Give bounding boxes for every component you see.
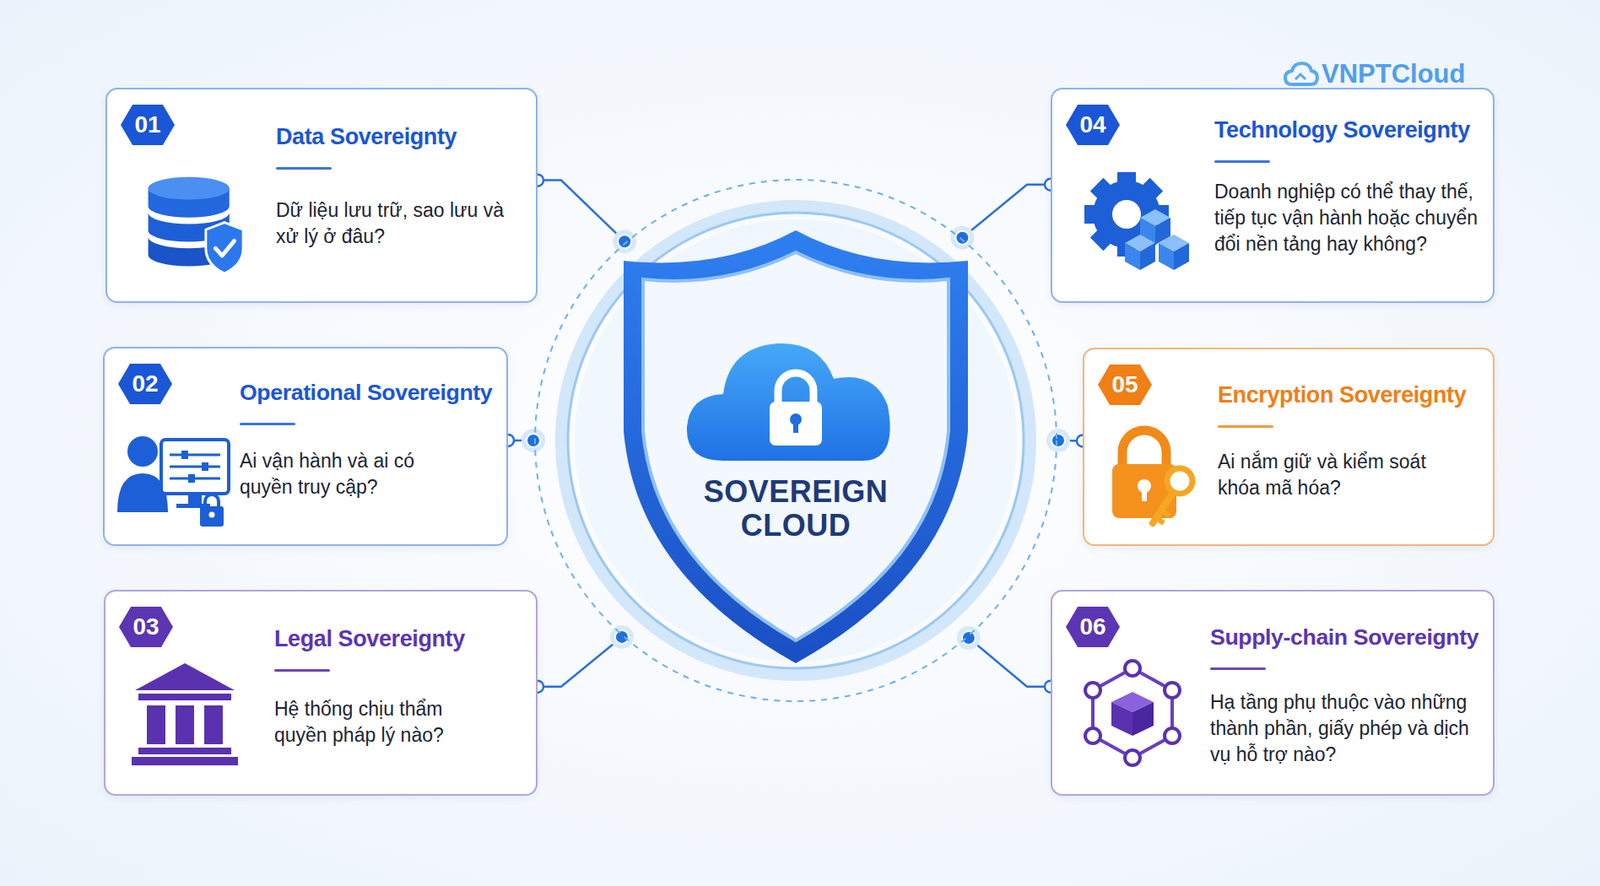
court-icon (131, 659, 238, 768)
card-title: Supply-chain Sovereignty (1210, 623, 1479, 651)
database-icon (139, 170, 247, 276)
card-body: Ai nắm giữ và kiểm soát khóa mã hóa? (1217, 448, 1463, 502)
operator-icon (117, 426, 239, 529)
ring-dot-halo (521, 428, 546, 453)
info-card: 04 Technology SovereigntyDoanh nghiệp có … (1050, 87, 1495, 303)
sovereign-cloud-shield: SOVEREIGN CLOUD (533, 178, 1059, 703)
ring-dot-halo (956, 626, 981, 650)
watermark-logo: VNPTCloud (1321, 59, 1466, 90)
info-card: 06 Supply-chain Sovereignty Hạ tầng phụ th… (1050, 589, 1495, 796)
card-body: Hệ thống chịu thẩm quyền pháp lý nào? (274, 696, 494, 749)
callout-number: 03 (118, 606, 173, 648)
ring-dot-halo (610, 625, 634, 649)
shield-illustration (533, 178, 1059, 703)
callout-number: 02 (118, 363, 173, 405)
title-rule (239, 422, 296, 426)
card-title: Operational Sovereignty (239, 378, 492, 406)
ring-dot (615, 630, 629, 644)
card-body: Dữ liệu lưu trữ, sao lưu và xử lý ở đâu? (275, 197, 521, 250)
callout-number: 05 (1097, 364, 1152, 406)
title-rule (1214, 160, 1271, 163)
card-title: Encryption Sovereignty (1217, 381, 1466, 409)
connector-line (962, 184, 1051, 238)
callout-number: 01 (120, 104, 175, 146)
title-rule (1217, 425, 1274, 428)
connector-line (537, 637, 622, 687)
logo-cloud (1283, 60, 1319, 88)
lock-key-icon (1107, 425, 1199, 528)
ring-dot (1051, 433, 1065, 448)
ring-dot (955, 231, 969, 245)
ring-dot (526, 433, 541, 448)
ring-dot (962, 631, 976, 645)
card-body: Ai vận hành và ai có quyền truy cập? (239, 448, 451, 501)
shield-title: SOVEREIGN CLOUD (686, 475, 906, 543)
info-card: 01 Data Sovereignty Dữ liệu lưu trữ, sao l… (105, 87, 538, 303)
connector-line (968, 637, 1051, 687)
callout-number: 06 (1065, 606, 1120, 648)
card-body: Hạ tầng phụ thuộc vào những thành phần, … (1210, 689, 1482, 768)
info-card: 02 Operational Sovereignty Ai vận hành và … (102, 346, 509, 546)
callout-number: 04 (1065, 104, 1120, 146)
info-card: 03 Legal Sovereignty Hệ thống chịu thẩm qu… (103, 589, 538, 796)
title-rule (1210, 667, 1266, 671)
gear-icon (1077, 162, 1194, 275)
ring-dot-halo (612, 229, 637, 254)
title-rule (274, 669, 330, 672)
supply-network-icon (1077, 658, 1188, 768)
connector-line (537, 180, 625, 243)
card-title: Data Sovereignty (275, 123, 457, 151)
ring-dot-halo (1046, 428, 1071, 453)
card-title: Legal Sovereignty (274, 625, 465, 653)
title-rule (275, 167, 332, 170)
ring-dot (617, 234, 632, 249)
card-body: Doanh nghiệp có thể thay thế, tiếp tục v… (1214, 178, 1482, 258)
card-title: Technology Sovereignty (1214, 116, 1471, 144)
info-card: 05 Encryption Sovereignty Ai nắm giữ và ki… (1082, 347, 1495, 546)
